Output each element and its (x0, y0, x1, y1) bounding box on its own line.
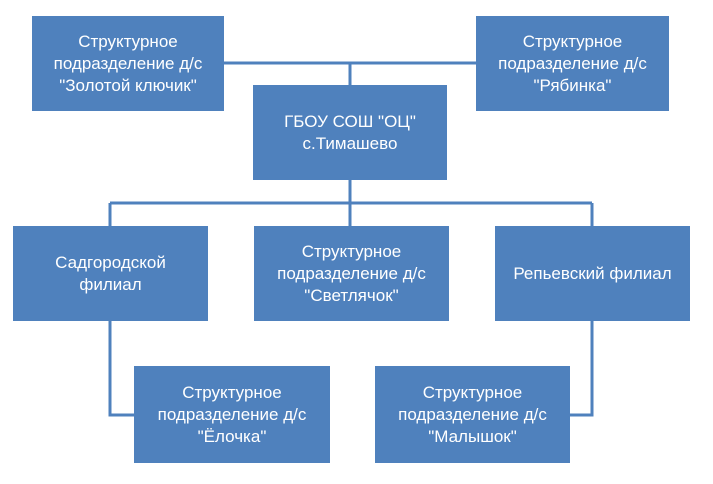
sadgorod-to-yolochka-line (108, 321, 134, 417)
node-repyevsky-branch-label: Репьевский филиал (513, 263, 672, 283)
node-malyshok-label: Структурное подразделение д/с "Малышок" (398, 382, 547, 446)
node-ryabinka: Структурное подразделение д/с "Рябинка" (476, 16, 669, 111)
node-zolotoy-klyuchik: Структурное подразделение д/с "Золотой к… (32, 16, 224, 111)
node-repyevsky-branch: Репьевский филиал (495, 226, 690, 321)
node-yolochka-label: Структурное подразделение д/с "Ёлочка" (157, 382, 307, 446)
node-ryabinka-label: Структурное подразделение д/с "Рябинка" (498, 31, 647, 95)
node-yolochka: Структурное подразделение д/с "Ёлочка" (134, 366, 330, 463)
node-sadgorod-branch-label: Садгородской филиал (55, 252, 166, 294)
repyevsky-to-malyshok-line (570, 321, 594, 417)
node-sadgorod-branch: Садгородской филиал (13, 226, 208, 321)
node-zolotoy-klyuchik-label: Структурное подразделение д/с "Золотой к… (53, 31, 203, 95)
node-svetlyachok-label: Структурное подразделение д/с "Светлячок… (277, 241, 426, 305)
node-malyshok: Структурное подразделение д/с "Малышок" (375, 366, 570, 463)
node-root-school: ГБОУ СОШ "ОЦ" с.Тимашево (253, 85, 447, 180)
node-root-school-label: ГБОУ СОШ "ОЦ" с.Тимашево (284, 111, 416, 153)
node-svetlyachok: Структурное подразделение д/с "Светлячок… (254, 226, 449, 321)
